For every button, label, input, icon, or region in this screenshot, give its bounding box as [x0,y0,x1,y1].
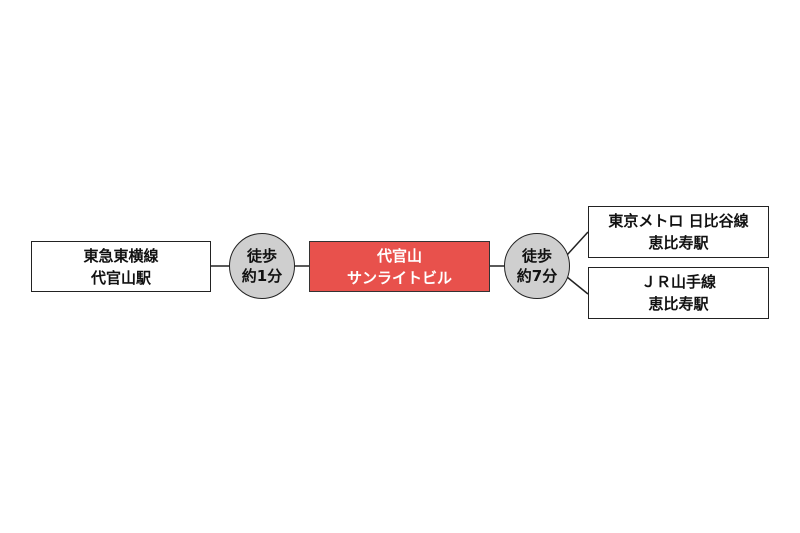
destination-building-box: 代官山 サンライトビル [309,241,490,292]
metro-station-label: 恵比寿駅 [648,234,709,252]
ebisu-jr-station-box: ＪＲ山手線 恵比寿駅 [588,267,769,319]
walk-time-1: 約1分 [241,267,283,285]
walk-time-badge-1: 徒歩 約1分 [229,233,295,299]
walk-label-1: 徒歩 [246,247,277,265]
jr-station-label: 恵比寿駅 [648,295,709,313]
connector-walk2-to-jr [566,276,589,295]
origin-station-box: 東急東横線 代官山駅 [31,241,211,292]
ebisu-metro-station-box: 東京メトロ 日比谷線 恵比寿駅 [588,206,769,258]
origin-line-label: 東急東横線 [83,246,159,265]
jr-line-label: ＪＲ山手線 [640,273,716,291]
metro-line-label: 東京メトロ 日比谷線 [608,212,749,230]
destination-name-line2: サンライトビル [346,268,452,287]
origin-station-label: 代官山駅 [90,268,151,287]
destination-name-line1: 代官山 [376,246,422,265]
connector-walk2-to-metro [566,231,589,256]
walk-time-badge-2: 徒歩 約7分 [504,233,570,299]
walk-label-2: 徒歩 [521,247,552,265]
walk-time-2: 約7分 [516,267,558,285]
